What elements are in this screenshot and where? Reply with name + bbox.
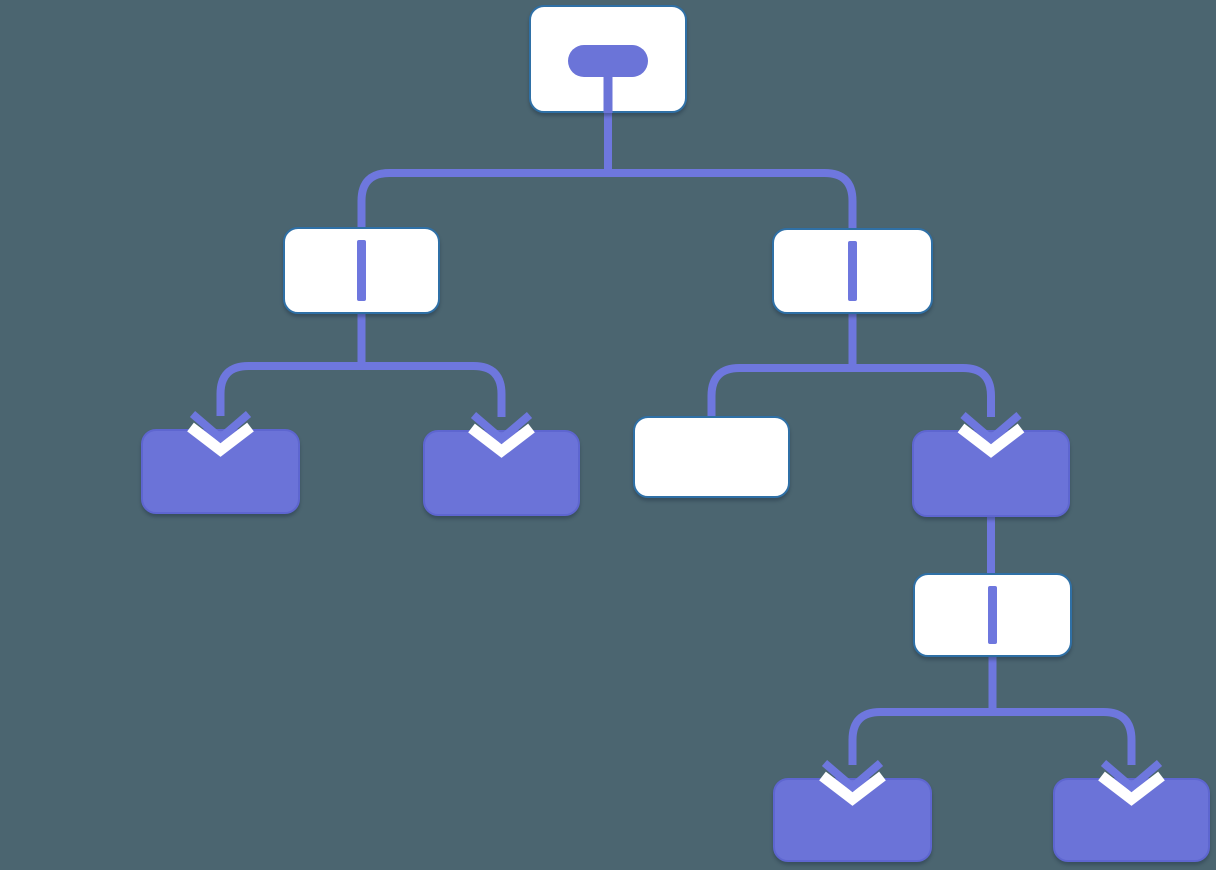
double-chevron-down-icon [819, 759, 886, 806]
collapsed-branch-bar-icon [357, 240, 366, 301]
topic-pill [568, 45, 648, 77]
connector-path [216, 362, 506, 417]
connector-path [707, 364, 995, 418]
double-chevron-down-icon [187, 410, 254, 457]
collapsed-branch-bar-icon [988, 586, 997, 644]
collapsed-branch-bar-icon [848, 241, 857, 301]
double-chevron-down-icon [957, 411, 1025, 458]
double-chevron-down-icon [468, 411, 535, 458]
branch-node-left[interactable] [283, 227, 440, 314]
root-node[interactable] [529, 5, 687, 113]
connector-path [357, 169, 857, 230]
topic-pill-icon [531, 7, 685, 113]
topic-pill-stem [603, 75, 613, 113]
empty-node[interactable] [633, 416, 790, 498]
double-chevron-down-icon [1098, 759, 1165, 806]
branch-node-bottom[interactable] [913, 573, 1072, 657]
connector-path [848, 708, 1136, 765]
branch-node-right[interactable] [772, 228, 933, 314]
